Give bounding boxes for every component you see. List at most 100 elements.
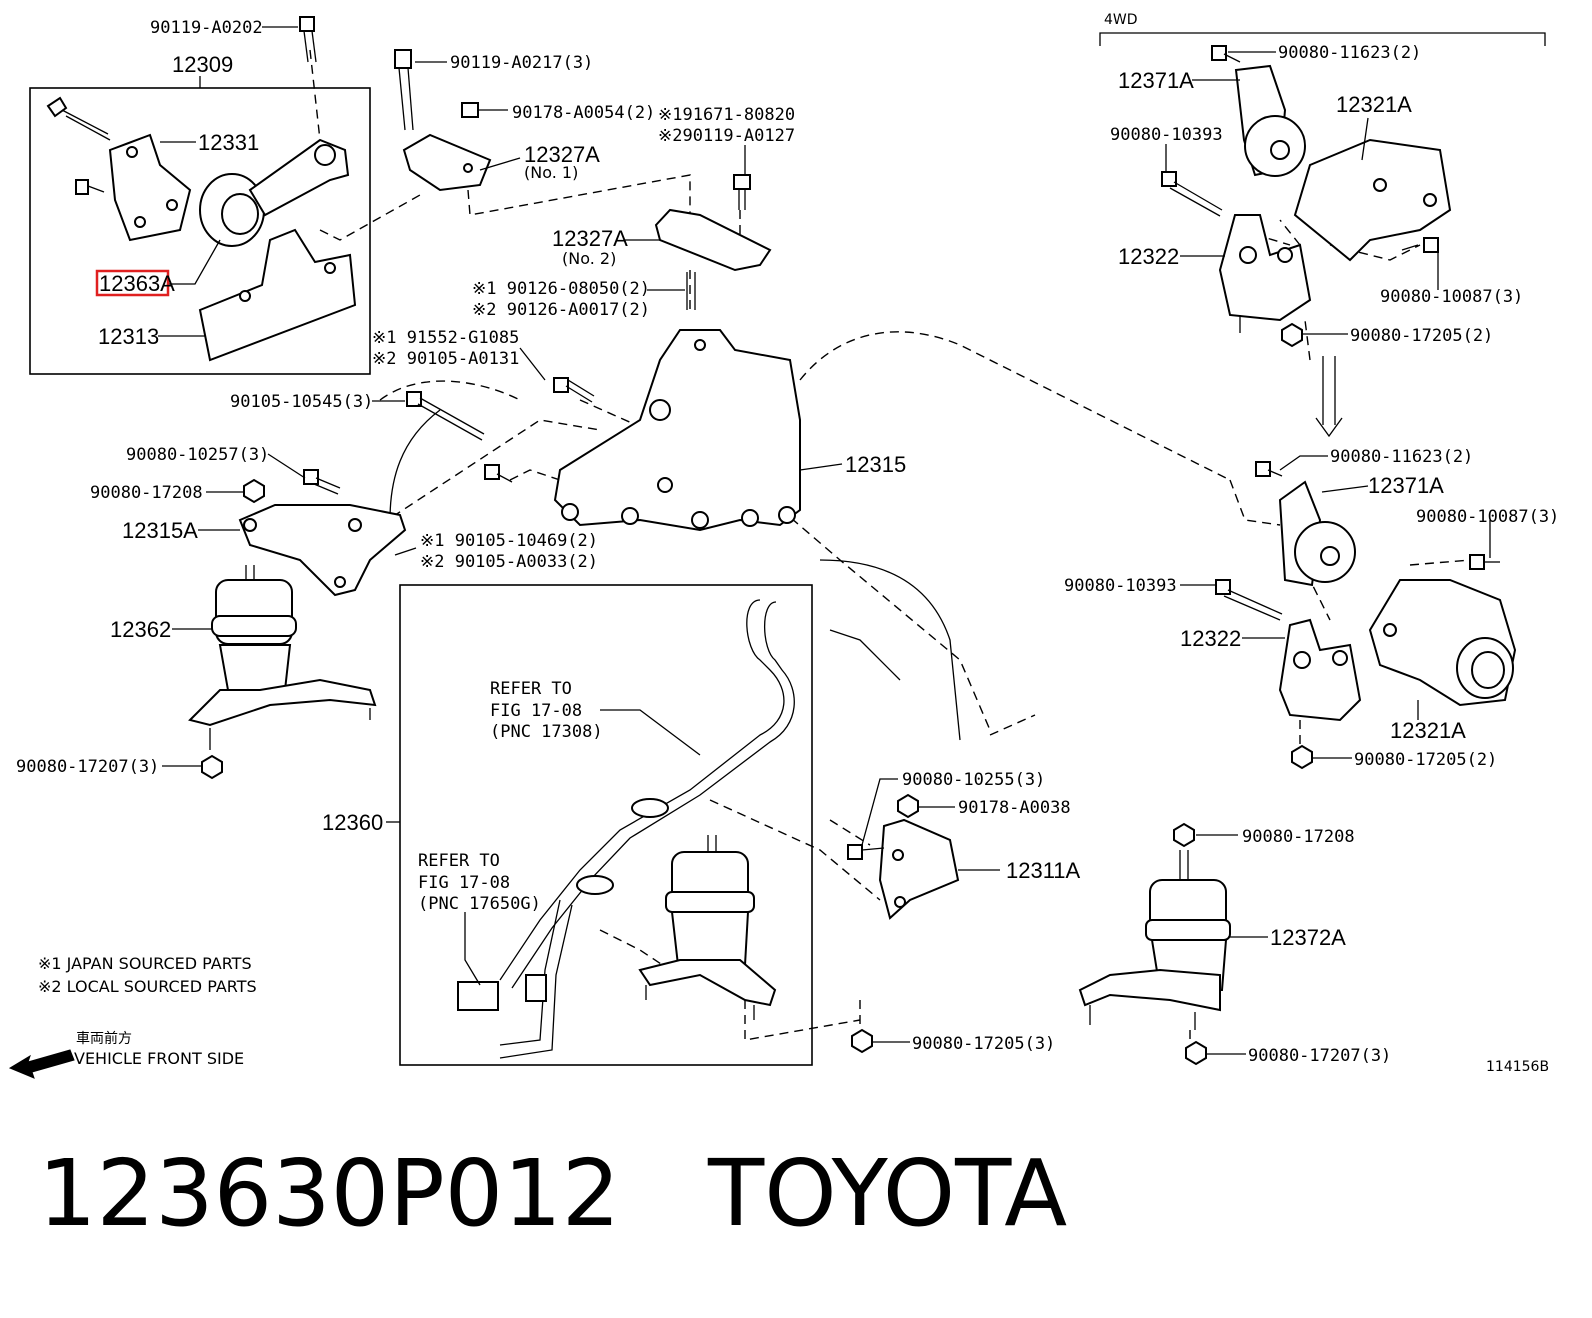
bolt-icon <box>1255 461 1283 477</box>
page-title: 123630P012 TOYOTA <box>38 1140 1068 1247</box>
part-label: ※1 90126-08050(2) <box>472 279 650 299</box>
part-label: 12315A <box>122 518 198 543</box>
bolt-icon <box>1469 554 1500 570</box>
nut-icon <box>201 754 223 780</box>
reference-note: FIG 17-08 <box>490 701 582 721</box>
part-label: 12321A <box>1390 718 1466 743</box>
part-12362-mount <box>188 565 377 750</box>
down-arrow-icon <box>1315 356 1343 438</box>
part-labels: 90119-A0202 12309 12331 12363A 12313 901… <box>16 12 1559 1075</box>
part-label: 90080-17205(2) <box>1354 750 1497 770</box>
nut-icon <box>1173 822 1195 848</box>
bolt-icon <box>484 464 513 483</box>
part-label: 90080-17205(2) <box>1350 326 1493 346</box>
part-12331-bracket <box>108 133 192 242</box>
bolt-icon <box>394 49 414 131</box>
part-label: 90080-17207(3) <box>1248 1046 1391 1066</box>
part-label: 90080-17208 <box>90 483 203 503</box>
transmission-outline <box>389 409 961 741</box>
part-label: 12372A <box>1270 925 1346 950</box>
part-label: 90080-10393 <box>1064 576 1177 596</box>
bolt-icon <box>75 179 105 195</box>
nut-icon <box>851 1028 873 1054</box>
part-label: 90080-10257(3) <box>126 445 269 465</box>
part-label: 12309 <box>172 52 233 77</box>
part-label: ※2 90126-A0017(2) <box>472 300 650 320</box>
part-label: ※2 90105-A0033(2) <box>420 552 598 572</box>
nut-icon <box>1291 744 1313 770</box>
part-label: 12360 <box>322 810 383 835</box>
reference-note: REFER TO <box>418 851 500 871</box>
nut-icon <box>461 102 479 118</box>
note-japan-sourced: ※1 JAPAN SOURCED PARTS <box>38 954 252 973</box>
part-12360-hose-assembly <box>457 599 795 1059</box>
bolt-icon <box>406 391 485 441</box>
part-label: (No. 2) <box>562 249 616 268</box>
reference-note: (PNC 17308) <box>490 722 603 742</box>
highlighted-part-label: 12363A <box>99 271 175 296</box>
part-label: 90105-10545(3) <box>230 392 373 412</box>
part-12322-mid <box>1278 618 1362 722</box>
part-label: ※290119-A0127 <box>658 126 795 146</box>
part-12315-bracket <box>553 329 801 532</box>
bolt-icon <box>46 96 111 141</box>
part-12321a-top <box>1293 138 1452 262</box>
part-label: 12322 <box>1180 626 1241 651</box>
part-12322-top <box>1218 214 1312 333</box>
vehicle-front-label-jp: 車両前方 <box>76 1030 132 1047</box>
part-label: 12327A <box>552 226 628 251</box>
bolt-icon <box>299 16 317 63</box>
part-label: 12315 <box>845 452 906 477</box>
part-12327a-no2 <box>654 208 772 272</box>
part-label: 90080-17208 <box>1242 827 1355 847</box>
part-12371a-mid <box>1278 480 1356 587</box>
assembly-12360-frame <box>399 584 813 1066</box>
part-12315a-bracket <box>238 504 407 597</box>
part-label: 90080-11623(2) <box>1278 43 1421 63</box>
reference-note: (PNC 17650G) <box>418 894 541 914</box>
part-12363a-rod <box>248 138 350 217</box>
part-label: 90080-10087(3) <box>1416 507 1559 527</box>
part-12313-bracket <box>198 228 357 362</box>
4wd-bracket <box>1099 32 1546 46</box>
reference-note: FIG 17-08 <box>418 873 510 893</box>
bolt-icon <box>303 469 341 495</box>
part-label: 90178-A0054(2) <box>512 103 655 123</box>
part-label: ※191671-80820 <box>658 105 795 125</box>
bolt-icon <box>1161 171 1223 217</box>
part-label: 12311A <box>1006 858 1081 883</box>
part-12371a-top <box>1234 64 1306 177</box>
nut-icon <box>1185 1040 1207 1066</box>
leader-lines <box>158 26 1491 1055</box>
vehicle-front-arrow-icon <box>8 1049 75 1079</box>
part-label: 90119-A0217(3) <box>450 53 593 73</box>
part-label: 90080-10255(3) <box>902 770 1045 790</box>
bolt-icon <box>733 174 751 210</box>
part-label: 90178-A0038 <box>958 798 1071 818</box>
part-12321a-mid <box>1368 579 1517 707</box>
part-label: ※1 90105-10469(2) <box>420 531 598 551</box>
part-12363a-mount <box>199 173 265 247</box>
part-12311a-bracket <box>878 818 960 920</box>
part-label: 12321A <box>1336 92 1412 117</box>
note-local-sourced: ※2 LOCAL SOURCED PARTS <box>38 977 257 996</box>
part-label: 90080-17207(3) <box>16 757 159 777</box>
part-12327a-no1 <box>402 133 492 192</box>
part-label: 12313 <box>98 324 159 349</box>
bolt-icon <box>1401 237 1439 253</box>
part-label: 12327A <box>524 142 600 167</box>
figure-number: 114156B <box>1486 1059 1549 1075</box>
part-12372a-mount <box>1078 850 1231 1030</box>
bolt-icon <box>1211 45 1241 63</box>
part-12360-mount <box>638 835 777 1020</box>
stud-icon <box>686 272 696 310</box>
part-label: 90080-10393 <box>1110 125 1223 145</box>
part-label: 12362 <box>110 617 171 642</box>
bolt-icon <box>1215 579 1283 621</box>
part-label: 90080-11623(2) <box>1330 447 1473 467</box>
part-label: 90080-10087(3) <box>1380 287 1523 307</box>
part-label: 12322 <box>1118 244 1179 269</box>
bolt-icon <box>553 377 595 403</box>
nut-icon <box>243 478 265 504</box>
